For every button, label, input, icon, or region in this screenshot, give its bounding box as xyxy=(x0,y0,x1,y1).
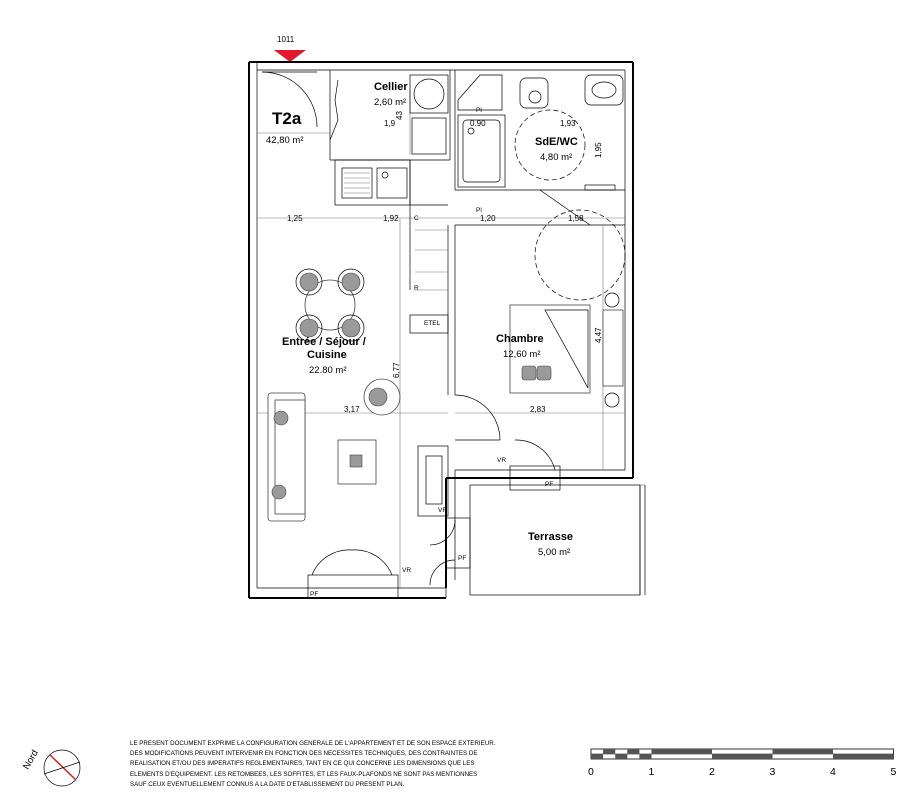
unit-code: 1011 xyxy=(277,35,295,44)
scale-tick-label: 0 xyxy=(588,766,594,778)
dim-1-58: 1,58 xyxy=(568,214,584,223)
compass: Nord xyxy=(21,748,81,787)
scale-tick-label: 1 xyxy=(649,766,655,778)
sde-name: SdE/WC xyxy=(535,136,578,148)
doors xyxy=(261,71,561,599)
scale-tick-label: 2 xyxy=(709,766,715,778)
sde-area: 4,80 m² xyxy=(540,152,572,163)
pl-label-1: Pl xyxy=(476,107,482,114)
scale-subsegment xyxy=(591,754,604,759)
dim-1-92: 1,92 xyxy=(383,214,399,223)
dim-1-9: 1,9 xyxy=(384,119,396,128)
scale-subsegment xyxy=(627,749,640,754)
unit-total-area: 42,80 m² xyxy=(266,135,304,146)
dim-1-93: 1,93 xyxy=(560,119,576,128)
dim-43: 43 xyxy=(395,111,404,120)
pf-label-chambre: PF xyxy=(545,481,553,488)
pf-label-side: PF xyxy=(458,555,466,562)
chambre-name: Chambre xyxy=(496,333,544,345)
pl-label-2: Pl xyxy=(476,207,482,214)
unit-type: T2a xyxy=(272,109,302,128)
scale-tick-label: 4 xyxy=(830,766,836,778)
disclaimer-line: REALISATION ET/OU DES IMPERATIFS REGLEME… xyxy=(130,760,475,768)
vr-label-sejour: VR xyxy=(402,567,411,574)
dim-4-47: 4,47 xyxy=(594,327,603,343)
entrance-arrow-icon xyxy=(274,50,306,62)
disclaimer: LE PRESENT DOCUMENT EXPRIME LA CONFIGURA… xyxy=(130,739,540,790)
pf-label-sejour: PF xyxy=(310,591,318,598)
cellier-area: 2,60 m² xyxy=(374,97,406,108)
vr-label-side: VR xyxy=(438,507,447,514)
sejour-area: 22.80 m² xyxy=(309,365,347,376)
scale-bar: 0 1 2 3 4 5 xyxy=(588,748,897,778)
terrasse-area: 5,00 m² xyxy=(538,547,570,558)
symbols: ETEL VR PF VR PF VR PF Pl Pl R C xyxy=(310,107,553,598)
bathroom-fixtures xyxy=(457,74,626,301)
etel-label: ETEL xyxy=(424,320,441,327)
dim-1-95: 1,95 xyxy=(594,142,603,158)
c-label: C xyxy=(414,215,419,222)
dim-1-25: 1,25 xyxy=(287,214,303,223)
scale-subsegment xyxy=(603,749,616,754)
r-label: R xyxy=(414,285,419,292)
disclaimer-line: LE PRESENT DOCUMENT EXPRIME LA CONFIGURA… xyxy=(130,740,496,747)
dining-table xyxy=(295,268,365,342)
unit-marker: 1011 xyxy=(274,35,306,62)
scale-segment xyxy=(712,754,773,759)
scale-segment xyxy=(833,754,894,759)
disclaimer-line: SAUF CEUX EVENTUELLEMENT CONNUS A LA DAT… xyxy=(130,780,405,788)
scale-subsegment xyxy=(639,754,652,759)
kitchen-counter xyxy=(334,159,448,291)
disclaimer-line: ELEMENTS D'EQUIPEMENT. LES RETOMBEES, LE… xyxy=(130,770,478,778)
dim-2-83: 2,83 xyxy=(530,405,546,414)
terrasse-name: Terrasse xyxy=(528,531,573,543)
dim-0-90: 0.90 xyxy=(470,119,486,128)
scale-segment xyxy=(772,749,833,754)
dim-1-20: 1,20 xyxy=(480,214,496,223)
cellier-fixtures xyxy=(329,74,449,155)
scale-tick-label: 3 xyxy=(770,766,776,778)
disclaimer-line: DES MODIFICATIONS PEUVENT INTERVENIR EN … xyxy=(130,750,478,758)
chambre-area: 12,60 m² xyxy=(503,349,541,360)
bed xyxy=(509,292,624,408)
sejour-name-1: Entrée / Séjour / xyxy=(282,336,366,348)
walls xyxy=(248,61,646,599)
sejour-name-2: Cuisine xyxy=(307,349,347,361)
scale-tick-label: 5 xyxy=(891,766,897,778)
dim-6-77: 6,77 xyxy=(392,362,401,378)
cellier-name: Cellier xyxy=(374,81,408,93)
living-furniture xyxy=(267,314,449,522)
scale-subsegment xyxy=(615,754,628,759)
dimensions: 1,9 43 0.90 1,93 1,95 1,25 1,92 1,20 1,5… xyxy=(287,111,603,414)
vr-label-chambre: VR xyxy=(497,457,506,464)
dim-3-17: 3,17 xyxy=(344,405,360,414)
compass-north-label: Nord xyxy=(21,748,41,771)
scale-segment xyxy=(651,749,712,754)
